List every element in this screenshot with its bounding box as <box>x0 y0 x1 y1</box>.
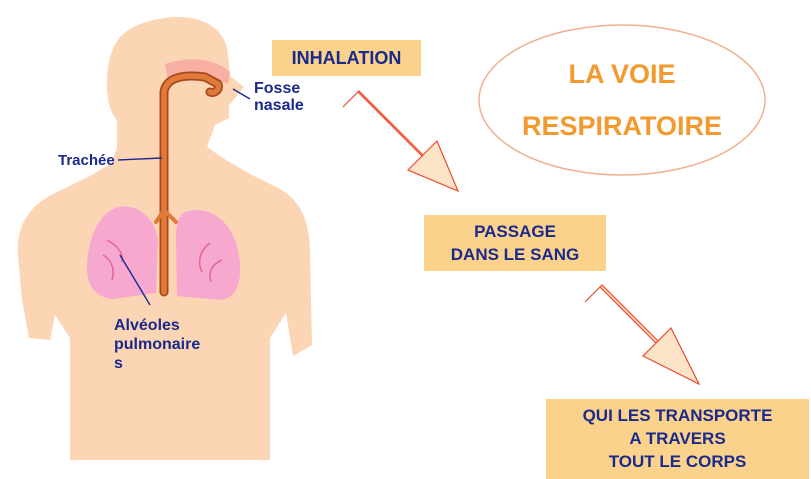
title-line2: RESPIRATOIRE <box>479 111 765 142</box>
blood-passage-line1: PASSAGE <box>474 222 556 241</box>
alveoli-label-line1: Alvéoles <box>114 317 180 334</box>
alveoli-label-line2: pulmonaire <box>114 336 200 353</box>
nasal-label-line2: nasale <box>254 97 304 114</box>
transport-line3: TOUT LE CORPS <box>609 452 747 471</box>
alveoli-label-line3: s <box>114 355 123 372</box>
alveoli-label: Alvéoles pulmonaire s <box>114 316 200 373</box>
trachea-label: Trachée <box>58 152 115 169</box>
trachea-label-text: Trachée <box>58 152 115 169</box>
nasal-label-line1: Fosse <box>254 80 300 97</box>
diagram-title: LA VOIE RESPIRATOIRE <box>479 25 765 175</box>
transport-line2: A TRAVERS <box>629 429 725 448</box>
arrow-blood-to-transport <box>585 285 699 384</box>
inhalation-text: INHALATION <box>292 48 402 68</box>
transport-box: QUI LES TRANSPORTE A TRAVERS TOUT LE COR… <box>546 399 809 479</box>
blood-passage-box: PASSAGE DANS LE SANG <box>424 215 606 271</box>
blood-passage-line2: DANS LE SANG <box>451 245 579 264</box>
arrow-inhalation-to-blood <box>343 91 458 191</box>
transport-line1: QUI LES TRANSPORTE <box>583 406 773 425</box>
title-line1: LA VOIE <box>479 59 765 90</box>
inhalation-box: INHALATION <box>272 40 421 76</box>
nasal-cavity-label: Fosse nasale <box>254 80 304 114</box>
